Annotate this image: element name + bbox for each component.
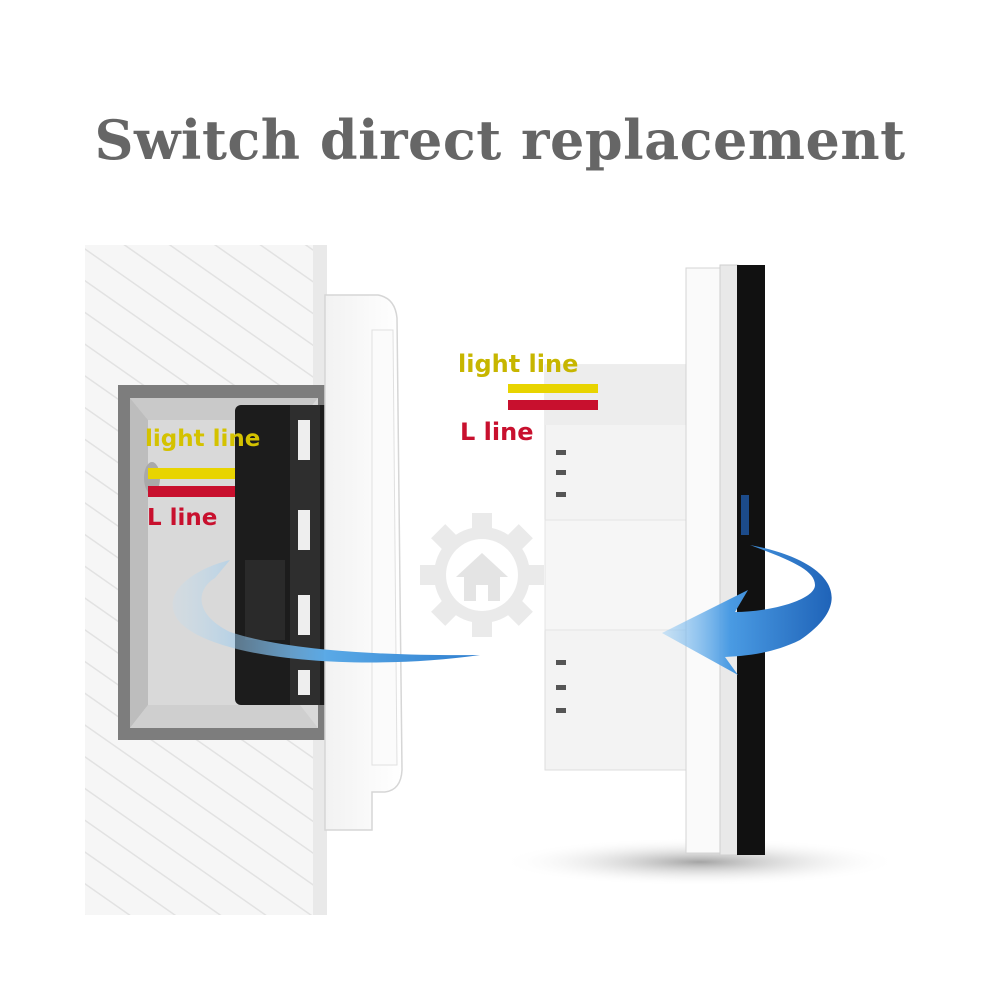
- new-switch-body: [500, 264, 900, 886]
- left-l-line-label: L line: [147, 505, 218, 531]
- page-title: Switch direct replacement: [94, 108, 906, 172]
- rotate-arrow-left: [172, 560, 480, 663]
- rotate-arrow-icon: [662, 545, 832, 675]
- right-wires: [508, 384, 598, 410]
- old-switch-plate: [324, 294, 403, 831]
- smart-home-gear-icon: [420, 513, 544, 637]
- right-light-line-label: light line: [458, 350, 579, 378]
- right-l-line-label: L line: [460, 418, 534, 446]
- left-wires: [144, 462, 243, 497]
- left-light-line-label: light line: [145, 426, 261, 452]
